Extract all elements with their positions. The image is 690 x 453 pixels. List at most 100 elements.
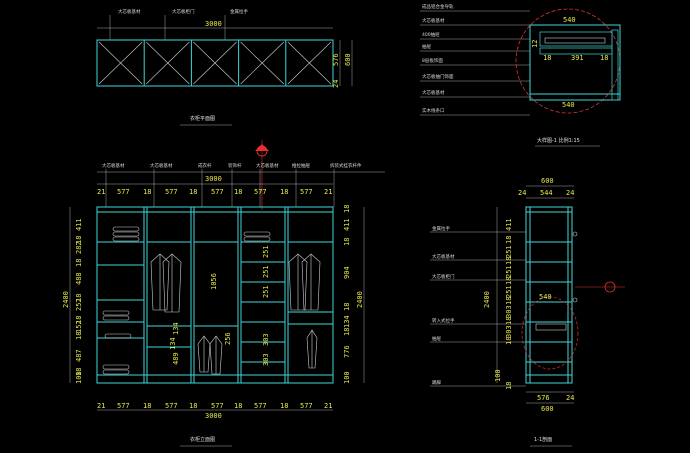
sec-bottom-dim-1: 576	[537, 394, 550, 402]
top-label-1: 大芯板基材	[118, 8, 141, 15]
detail-dim-bottom: 540	[562, 101, 575, 109]
elev-top-seg-3: 18	[143, 188, 151, 196]
sec-top-dim-2: 24	[518, 189, 526, 197]
sec-top-dim-1: 600	[541, 177, 554, 185]
elev-left-dim-12: 18	[75, 368, 83, 376]
section-title: 1-1剖面	[534, 436, 552, 443]
detail-label-4: 抽屉	[422, 43, 431, 50]
elev-top-seg-7: 18	[234, 188, 242, 196]
top-depth-dim-1: 576	[332, 53, 340, 66]
sec-left-dim-5: 251	[505, 265, 513, 278]
top-width-dim: 3000	[205, 20, 222, 28]
elev-right-dim-2: 411	[343, 218, 351, 231]
elev-right-dim-7: 18	[343, 328, 351, 336]
top-view: 大芯板基材 大芯板柜门 金属拉手 3000 576 600 24 衣柜平面图	[96, 8, 353, 126]
sec-left-dim-1: 411	[505, 218, 513, 231]
elev-bottom-seg-2: 577	[117, 402, 130, 410]
elev-inner-dim-2: 251	[262, 245, 270, 258]
elev-header-6: 推拉抽屉	[292, 162, 310, 169]
detail-dim-side-2: 18	[543, 54, 551, 62]
elev-bottom-seg-1: 21	[97, 402, 105, 410]
detail-label-6: 大芯板抽门饰面	[422, 73, 454, 80]
elev-top-seg-10: 577	[300, 188, 313, 196]
sec-left-dim-11: 303	[505, 325, 513, 338]
elev-header-4: 装饰杆	[228, 162, 242, 169]
elev-bottom-seg-4: 577	[165, 402, 178, 410]
elev-bottom-seg-10: 577	[300, 402, 313, 410]
elev-left-dim-5: 488	[75, 272, 83, 285]
elev-inner-dim-6: 303	[262, 353, 270, 366]
elev-inner-dim-10: 256	[224, 332, 232, 345]
sec-bottom-dim-2: 24	[566, 394, 574, 402]
elev-top-seg-11: 21	[324, 188, 332, 196]
sec-left-dim-10: 18	[505, 317, 513, 325]
elev-top-seg-1: 21	[97, 188, 105, 196]
detail-dim-mid: 391	[571, 54, 584, 62]
elev-right-dim-4: 904	[343, 266, 351, 279]
elev-inner-dim-1: 1056	[210, 273, 218, 290]
elev-bottom-seg-11: 21	[324, 402, 332, 410]
sec-label-4: 转入式拉手	[432, 317, 455, 324]
detail-label-2: 大芯板基材	[422, 17, 445, 24]
elev-bottom-seg-3: 18	[143, 402, 151, 410]
elev-top-seg-5: 18	[189, 188, 197, 196]
sec-callout	[521, 296, 579, 370]
top-depth-dim-2: 600	[344, 53, 352, 66]
sec-left-dim-8: 18	[505, 297, 513, 305]
elev-top-seg-6: 577	[211, 188, 224, 196]
elev-inner-dim-9: 134	[169, 337, 177, 350]
elev-bottom-seg-9: 18	[280, 402, 288, 410]
elev-bottom-seg-7: 18	[234, 402, 242, 410]
top-view-title: 衣柜平面图	[190, 115, 215, 122]
sec-label-5: 抽屉	[432, 335, 441, 342]
top-label-3: 金属拉手	[230, 8, 248, 15]
elev-left-dim-11: 487	[75, 349, 83, 362]
sec-left-dim-2: 18	[505, 236, 513, 244]
elev-top-total: 3000	[205, 175, 222, 183]
elev-inner-dim-3: 251	[262, 265, 270, 278]
top-depth-dim-3: 24	[332, 80, 340, 88]
elev-top-seg-8: 577	[254, 188, 267, 196]
elev-left-dim-1: 411	[75, 218, 83, 231]
sec-label-1: 金属拉手	[432, 225, 450, 232]
elev-left-dim-13: 100	[75, 371, 83, 384]
elev-inner-dim-4: 251	[262, 285, 270, 298]
sec-label-3: 大芯板柜门	[432, 273, 455, 280]
elev-header-7: 拆装式挂衣杆件	[330, 162, 362, 169]
sec-top-dim-3: 544	[540, 189, 553, 197]
elev-left-dim-2: 18	[75, 236, 83, 244]
sec-left-dim-14: 18	[505, 382, 513, 390]
elev-top-seg-2: 577	[117, 188, 130, 196]
sec-label-6: 踢脚	[432, 379, 441, 386]
sec-left-dim-4: 18	[505, 257, 513, 265]
elev-bottom-seg-5: 18	[189, 402, 197, 410]
elev-top-seg-4: 577	[165, 188, 178, 196]
elev-header-1: 大芯板基材	[102, 162, 125, 169]
sec-label-2: 大芯板基材	[432, 253, 455, 260]
elev-left-dim-7: 252	[75, 298, 83, 311]
detail-label-5: 8层板饰面	[422, 57, 443, 64]
elev-title: 衣柜立面图	[190, 436, 215, 443]
sec-left-dim-9: 303	[505, 305, 513, 318]
sec-left-dim-6: 18	[505, 277, 513, 285]
sec-bottom-dim-3: 600	[541, 405, 554, 413]
detail-view: 成品铝合金导轨大芯板基材400抽屉抽屉8层板饰面大芯板抽门饰面大芯板基材实木线条…	[420, 3, 621, 147]
elev-inner-dim-7: 489	[172, 352, 180, 365]
elev-left-dim-10: 18	[75, 332, 83, 340]
elev-right-dim-1: 18	[343, 205, 351, 213]
elev-bottom-seg-8: 577	[254, 402, 267, 410]
elev-bottom-total: 3000	[205, 412, 222, 420]
elev-left-dim-8: 18	[75, 316, 83, 324]
top-label-2: 大芯板柜门	[172, 8, 195, 15]
sec-left-dim-7: 251	[505, 285, 513, 298]
elev-inner-dim-8: 134	[172, 322, 180, 335]
elev-right-dim-5: 18	[343, 303, 351, 311]
sec-top-dim-4: 24	[566, 189, 574, 197]
detail-dim-side-3: 18	[600, 54, 608, 62]
elev-right-dim-8: 776	[343, 345, 351, 358]
sec-left-dim-13: 100	[494, 369, 502, 382]
sec-left-dim-12: 18	[505, 337, 513, 345]
detail-title: 大样图-1 比例1:15	[537, 137, 580, 144]
